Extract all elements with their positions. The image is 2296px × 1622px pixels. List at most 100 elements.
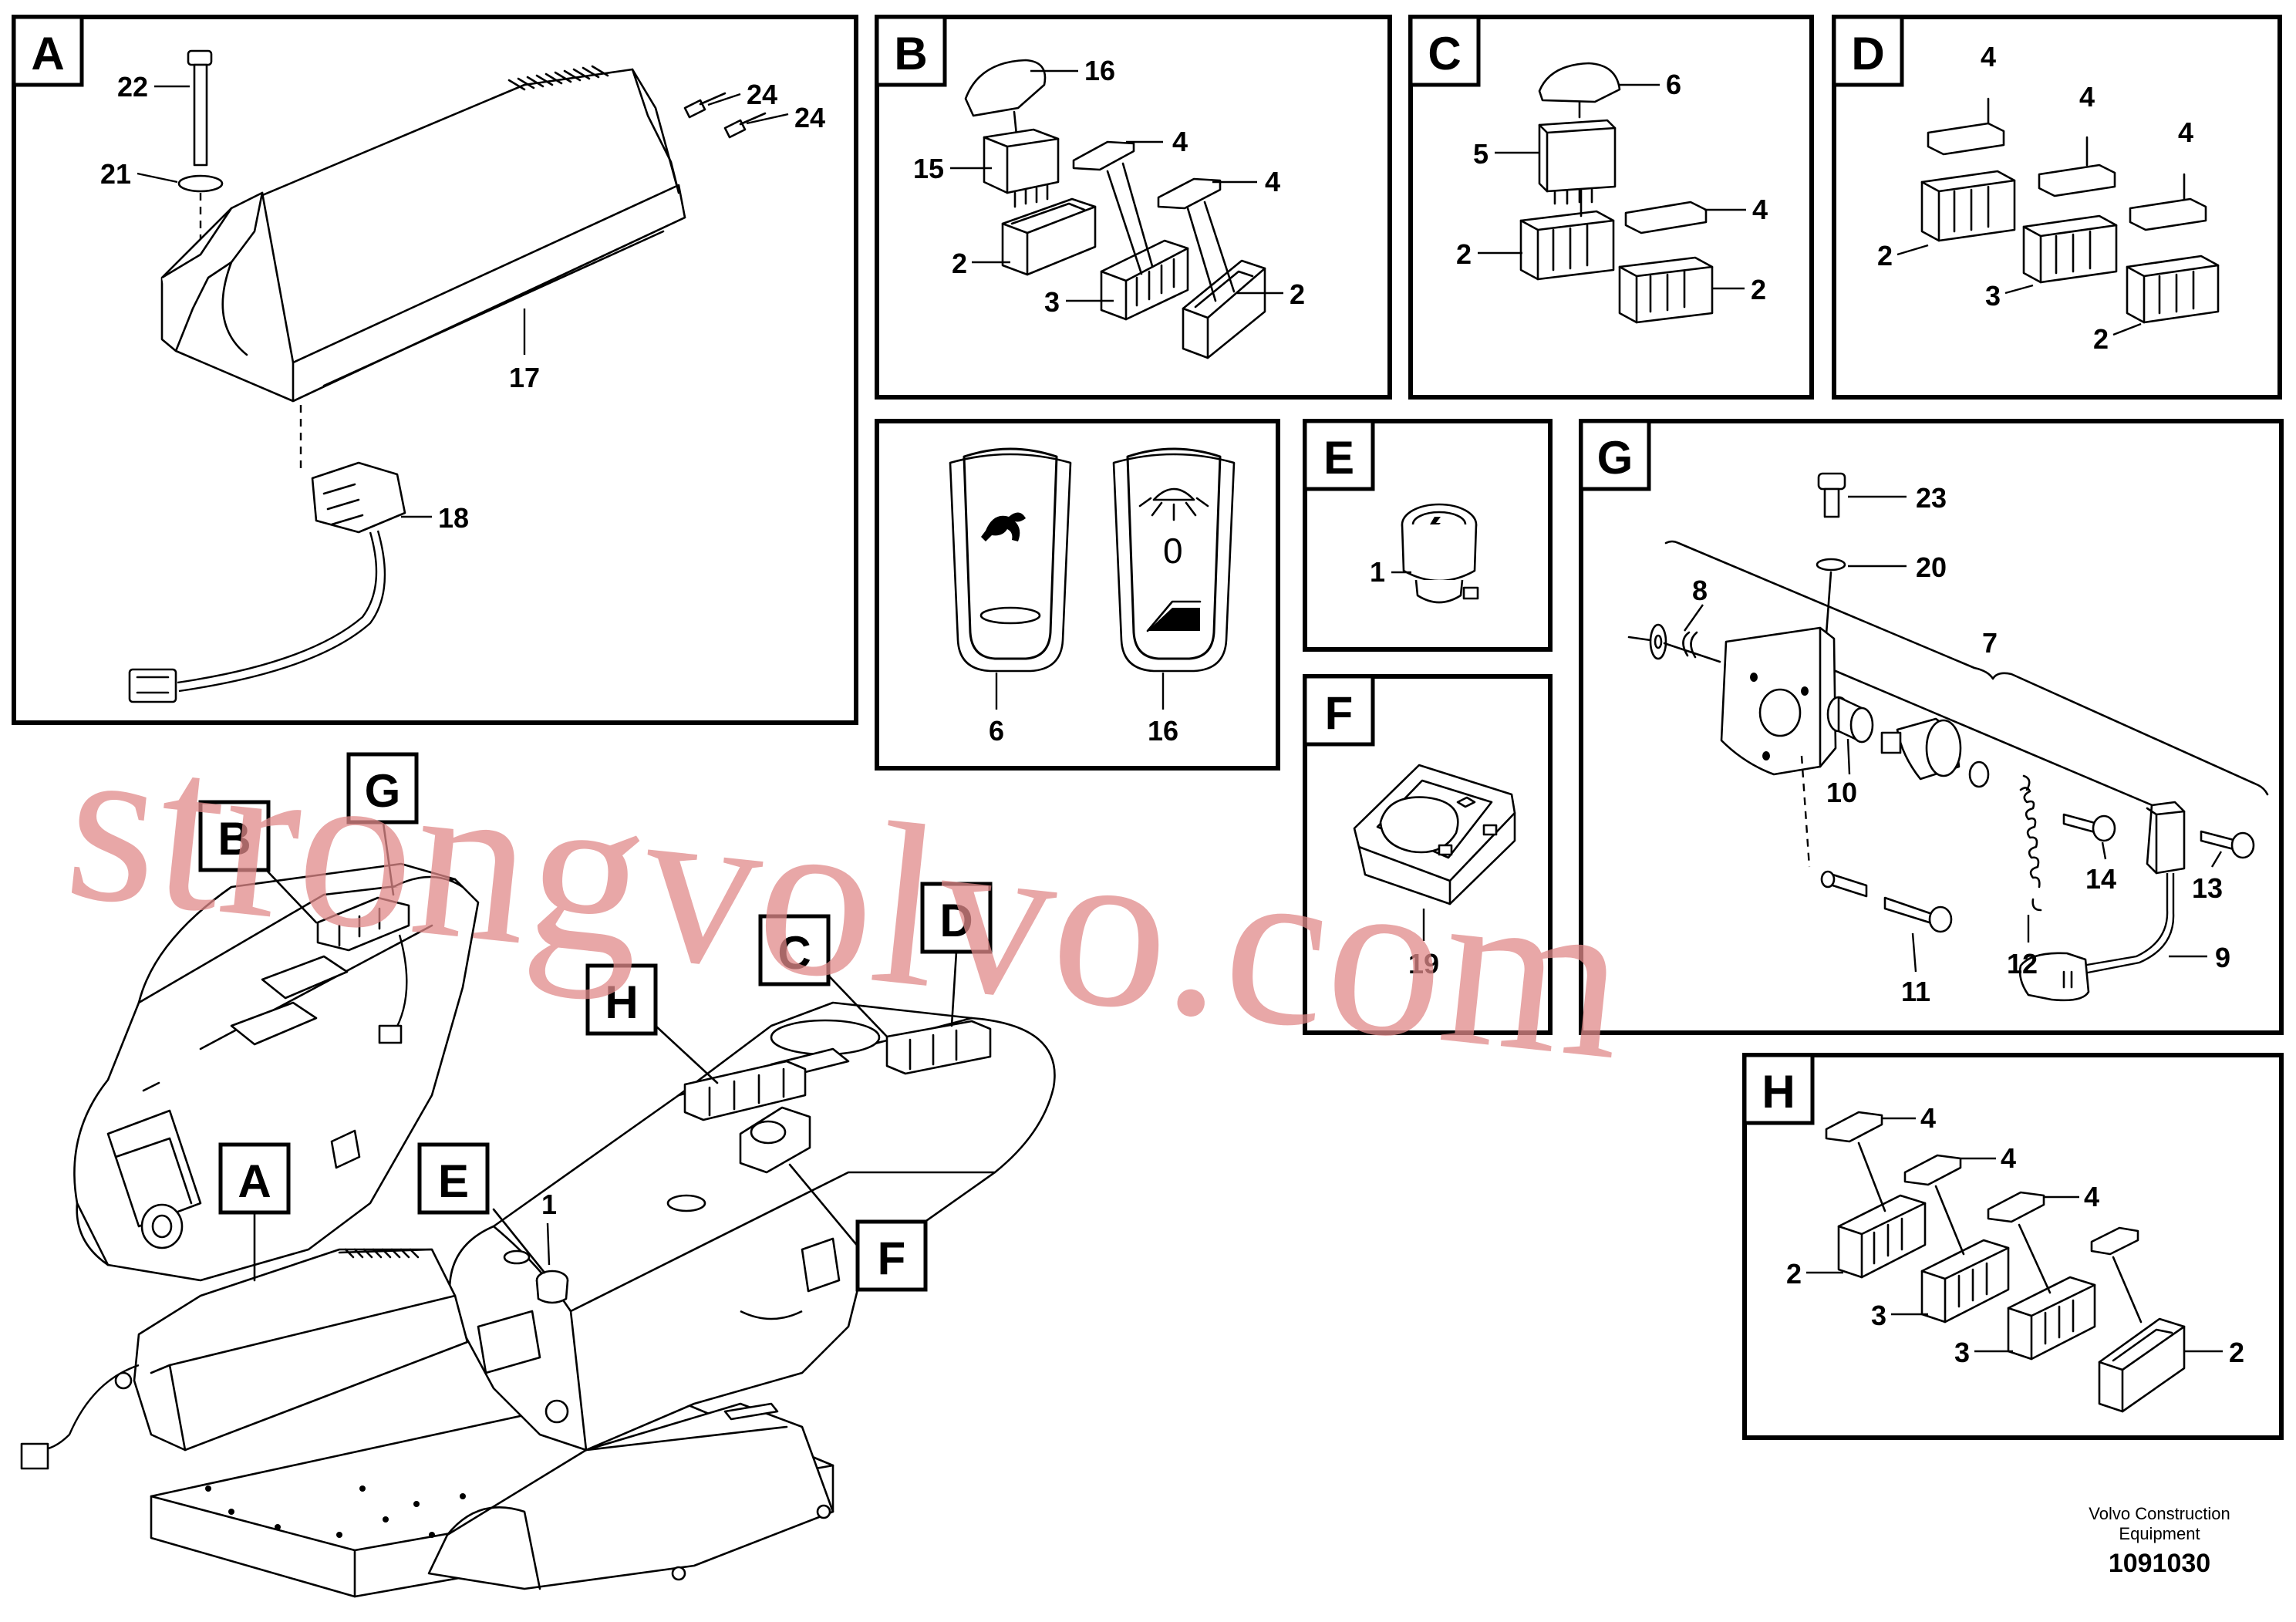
- label-8: 8: [1692, 575, 1708, 606]
- label-2-h-right: 2: [2229, 1337, 2244, 1368]
- left-console-drawing: [73, 862, 480, 1282]
- panel-e-frame: [1303, 419, 1553, 652]
- overview-callout-h: H: [605, 976, 638, 1028]
- panel-c-frame: [1408, 15, 1814, 400]
- panel-g-letter-box: [1579, 419, 1651, 491]
- label-2-h-left: 2: [1786, 1258, 1802, 1290]
- frame-3-h-right-part: [2007, 1276, 2096, 1361]
- cover-17-part: [160, 65, 686, 403]
- panel-e: E 1: [1303, 419, 1553, 652]
- cover-4-h-2-part: [1903, 1154, 1962, 1186]
- label-4-h-2: 4: [2001, 1142, 2016, 1174]
- panel-f-letter: F: [1325, 687, 1354, 739]
- roller-part: [1880, 717, 1962, 781]
- overview-callout-d-box: [920, 882, 993, 954]
- frame-3-h-left-part: [1920, 1239, 2010, 1324]
- label-4-b-left: 4: [1172, 126, 1188, 157]
- bolt-13-part: [2200, 830, 2255, 859]
- panel-e-letter-box: [1303, 419, 1375, 491]
- frame-2-c-right-part: [1618, 256, 1714, 324]
- label-21: 21: [100, 158, 131, 190]
- cover-4-d-right-part: [2129, 197, 2207, 231]
- frame-3-d-part: [2022, 214, 2118, 284]
- circlip-8-part: [1649, 623, 1698, 660]
- label-16-sym: 16: [1148, 715, 1178, 747]
- cover-4-d-middle-part: [2038, 164, 2116, 197]
- pin-11-part: [1820, 870, 1953, 933]
- label-2-d-left: 2: [1877, 240, 1893, 271]
- panel-g-letter: G: [1597, 432, 1633, 484]
- panel-c: C 6 5 4 2 2: [1408, 15, 1814, 400]
- panel-h-frame: [1742, 1053, 2284, 1440]
- label-24-bottom: 24: [794, 102, 825, 133]
- overview-callout-a-box: [218, 1142, 291, 1215]
- switch-body-5-part: [1538, 119, 1617, 205]
- right-floor-cover-drawing: [427, 1402, 834, 1590]
- rocker-6-symbol: [949, 447, 1072, 673]
- cover-4-h-4-part: [2090, 1226, 2139, 1256]
- label-4-d-left: 4: [1981, 41, 1996, 73]
- left-console-switches: [316, 896, 410, 1044]
- cover-4-left-part: [1072, 140, 1135, 171]
- overview-callout-g: G: [365, 765, 401, 817]
- socket-1-part: [1401, 503, 1479, 604]
- panel-b: B: [875, 15, 1392, 400]
- label-4-c: 4: [1752, 194, 1768, 225]
- label-7: 7: [1982, 627, 1998, 659]
- cover-4-h-1-part: [1825, 1111, 1883, 1143]
- label-4-b-right: 4: [1265, 166, 1280, 197]
- frame-2-right-part: [1182, 259, 1266, 359]
- cover-4-c-part: [1624, 201, 1708, 234]
- label-4-h-3: 4: [2084, 1181, 2099, 1212]
- hare-icon: [981, 512, 1026, 541]
- panel-c-letter: C: [1428, 28, 1461, 79]
- harness-18-part: [128, 461, 406, 703]
- panel-a-letter-box: [12, 15, 84, 87]
- rocker-cap-6-part: [1538, 62, 1621, 103]
- label-2-b-right: 2: [1290, 278, 1305, 310]
- panel-d-frame: [1832, 15, 2282, 400]
- rocker-16-symbol: 0: [1112, 447, 1236, 673]
- panel-h: H: [1742, 1053, 2284, 1440]
- symbol-digit: 0: [1163, 531, 1183, 571]
- label-23: 23: [1916, 482, 1947, 514]
- panel-d-letter-box: [1832, 15, 1904, 87]
- label-19: 19: [1408, 948, 1439, 980]
- screws-24-part: [683, 92, 767, 139]
- label-17: 17: [509, 362, 540, 393]
- panel-b-frame: [875, 15, 1392, 400]
- overview-assembly: B G H C D A E F 1: [20, 752, 1056, 1598]
- label-20: 20: [1916, 551, 1947, 583]
- frame-2-d-top-part: [1920, 170, 2016, 242]
- label-3-d: 3: [1985, 280, 2001, 312]
- panel-switch-symbols-frame: [875, 419, 1280, 771]
- label-16-b: 16: [1084, 55, 1115, 86]
- sensor-9-part: [2018, 801, 2186, 1002]
- footer-line-1: Volvo Construction: [2089, 1504, 2230, 1523]
- label-24-top: 24: [747, 79, 777, 110]
- panel-switch-symbols: 0 6 16: [875, 419, 1280, 771]
- label-3-h-left: 3: [1871, 1300, 1886, 1331]
- label-4-d-right: 4: [2178, 116, 2193, 148]
- panel-f-letter-box: [1303, 674, 1375, 747]
- label-11: 11: [1901, 976, 1930, 1007]
- window-position-icon: [1148, 608, 1200, 631]
- overview-callout-f-box: [855, 1219, 928, 1292]
- label-4-d-middle: 4: [2079, 81, 2095, 113]
- label-3-h-right: 3: [1954, 1337, 1970, 1368]
- panel-b-letter-box: [875, 15, 947, 87]
- label-4-h-1: 4: [1920, 1102, 1936, 1134]
- panel-e-letter: E: [1323, 432, 1354, 484]
- overview-callout-a: A: [238, 1155, 271, 1207]
- console-switch-bank-h: [683, 1060, 807, 1121]
- overview-callout-g-box: [346, 752, 419, 824]
- panel-d-letter: D: [1851, 28, 1884, 79]
- overview-callout-f: F: [878, 1233, 906, 1284]
- overview-callout-d: D: [939, 895, 973, 946]
- overview-callout-e: E: [438, 1155, 469, 1207]
- label-10: 10: [1826, 777, 1857, 808]
- spring-12-part: [2019, 774, 2042, 912]
- bolt-22-part: [187, 49, 213, 167]
- label-14: 14: [2085, 863, 2116, 895]
- label-12: 12: [2007, 948, 2038, 980]
